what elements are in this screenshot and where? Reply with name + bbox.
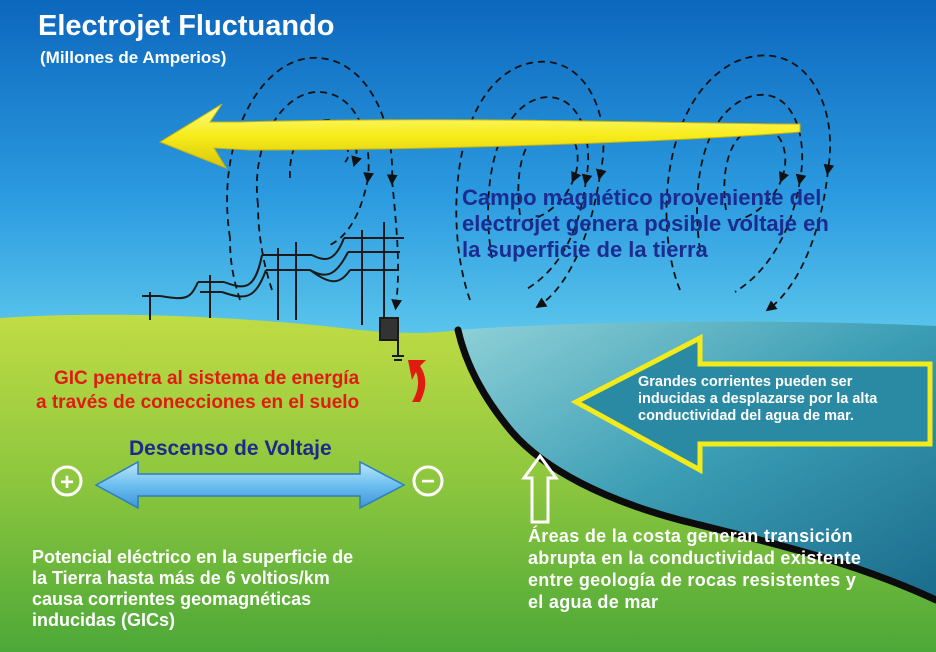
voltage-drop-label: Descenso de Voltaje bbox=[129, 437, 332, 460]
coast-up-arrow bbox=[521, 453, 559, 524]
caption-line: Potencial eléctrico en la superficie de bbox=[32, 547, 354, 567]
caption-line: el agua de mar bbox=[528, 592, 659, 612]
ocean-current-caption: Grandes corrientes pueden ser inducidas … bbox=[638, 374, 877, 425]
gic-caption: GIC penetra al sistema de energía a trav… bbox=[36, 367, 359, 415]
caption-line: inducidas (GICs) bbox=[32, 610, 176, 630]
plus-sign: + bbox=[60, 469, 74, 496]
plus-circle bbox=[51, 465, 83, 497]
magnetic-field-caption: Campo magnético proveniente del electroj… bbox=[462, 185, 829, 263]
electrojet-arrow bbox=[158, 103, 801, 170]
potential-caption: Potencial eléctrico en la superficie de … bbox=[32, 547, 353, 631]
gic-red-arrow bbox=[408, 360, 426, 402]
caption-line: la superficie de la tierra bbox=[462, 237, 708, 262]
caption-line: Áreas de la costa generan transición bbox=[528, 526, 853, 546]
coastline bbox=[454, 326, 936, 604]
caption-line: electrojet genera posible voltaje en bbox=[462, 211, 829, 236]
power-towers bbox=[142, 222, 404, 361]
caption-line: entre geología de rocas resistentes y bbox=[528, 570, 857, 590]
ground-grass bbox=[0, 314, 936, 652]
voltage-drop-arrow bbox=[94, 460, 406, 510]
caption-line: conductividad del agua de mar. bbox=[638, 408, 854, 424]
caption-line: GIC penetra al sistema de energía bbox=[53, 368, 360, 389]
caption-line: Grandes corrientes pueden ser bbox=[638, 374, 853, 390]
diagram-title: Electrojet Fluctuando bbox=[38, 10, 335, 42]
caption-line: Campo magnético proveniente del bbox=[462, 185, 822, 210]
caption-line: causa corrientes geomagnéticas bbox=[32, 589, 312, 609]
minus-circle bbox=[412, 465, 444, 497]
caption-line: inducidas a desplazarse por la alta bbox=[638, 391, 878, 407]
diagram-subtitle: (Millones de Amperios) bbox=[40, 48, 227, 67]
caption-line: abrupta en la conductividad existente bbox=[528, 548, 862, 568]
magnetic-field-lines bbox=[226, 54, 835, 312]
minus-sign: − bbox=[421, 468, 435, 495]
caption-line: la Tierra hasta más de 6 voltios/km bbox=[32, 568, 330, 588]
caption-line: a través de conecciones en el suelo bbox=[36, 392, 360, 413]
coast-areas-caption: Áreas de la costa generan transición abr… bbox=[528, 525, 861, 613]
ocean-current-arrow bbox=[570, 333, 933, 475]
